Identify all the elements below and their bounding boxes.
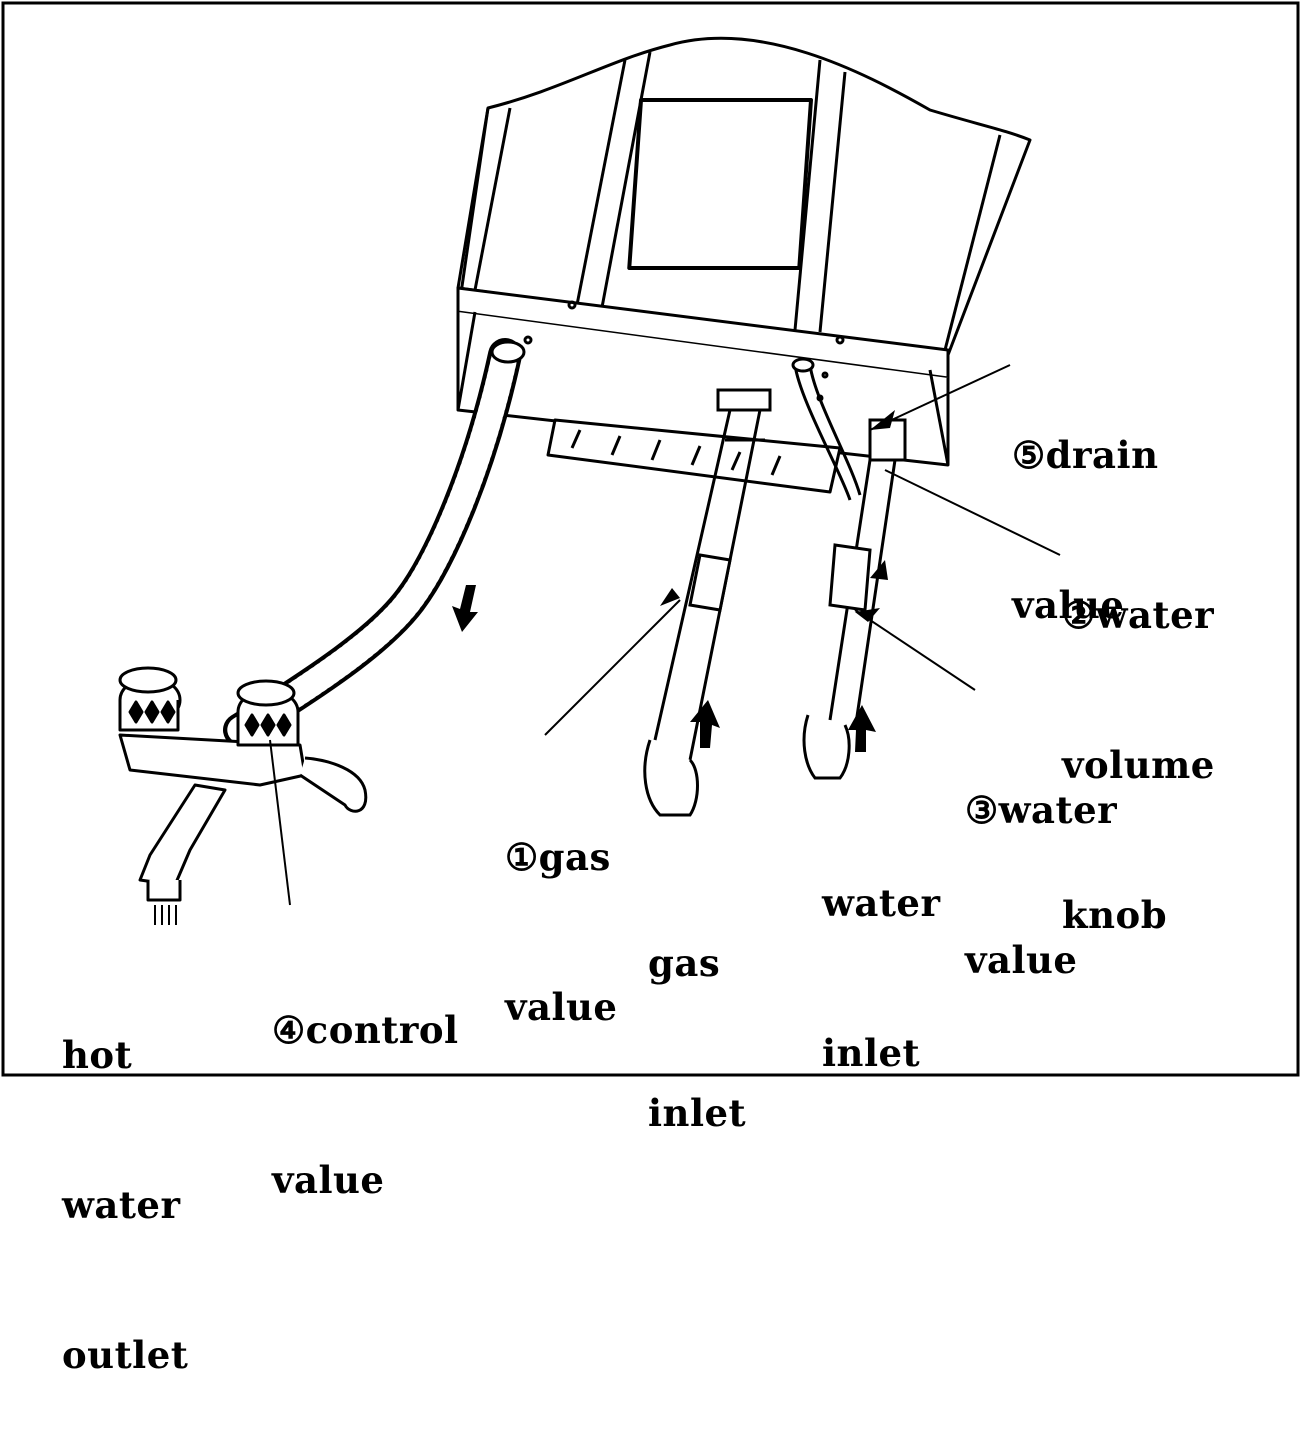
water-volume-knob-line2: volume [1062,743,1215,787]
drain-valve-line1: ⑤drain [1012,433,1159,477]
gas-valve-line2: value [505,985,618,1029]
hot-water-outlet-line3: outlet [62,1333,189,1377]
label-water-inlet: water inlet [822,778,940,1128]
water-inlet-line1: water [822,881,941,925]
water-inlet-pipe [791,357,907,780]
control-valve-line2: value [272,1158,385,1202]
water-stream-icon [154,905,177,925]
faucet [118,666,368,902]
gas-valve-line1: ①gas [505,835,611,879]
leader-lines [269,364,1061,906]
drain-valve-line2: value [1012,583,1125,627]
water-valve-line2: value [965,938,1078,982]
hot-water-hose [223,338,526,747]
label-drain-valve: ⑤drain value [1012,330,1158,680]
gas-inlet-pipe [643,388,772,817]
label-gas-inlet: gas inlet [648,838,746,1188]
up-arrow-icon [690,700,720,748]
water-heater-unit [456,36,1032,494]
gas-inlet-line1: gas [648,941,721,985]
label-gas-valve: ①gas value [505,732,617,1082]
diagram-border [1,1,1300,1077]
hot-water-outlet-line1: hot [62,1033,133,1077]
control-valve-line1: ④control [272,1008,459,1052]
display-window-icon [627,98,814,270]
pointer-arrow-icons [660,410,895,622]
label-water-volume-knob: ②water volume knob [1062,490,1215,990]
water-valve-line1: ③water [965,788,1118,832]
hot-water-outlet-line2: water [62,1183,181,1227]
down-arrow-icon [452,585,478,632]
up-arrow-icon [848,705,876,752]
gas-inlet-line2: inlet [648,1091,747,1135]
water-volume-knob-line3: knob [1062,893,1168,937]
label-control-valve: ④control value [272,905,459,1255]
water-heater-installation-diagram [1,1,1300,1077]
water-volume-knob-line1: ②water [1062,593,1215,637]
water-inlet-line2: inlet [822,1031,921,1075]
label-hot-water-outlet: hot water outlet [62,930,188,1430]
label-water-valve: ③water value [965,685,1117,1035]
